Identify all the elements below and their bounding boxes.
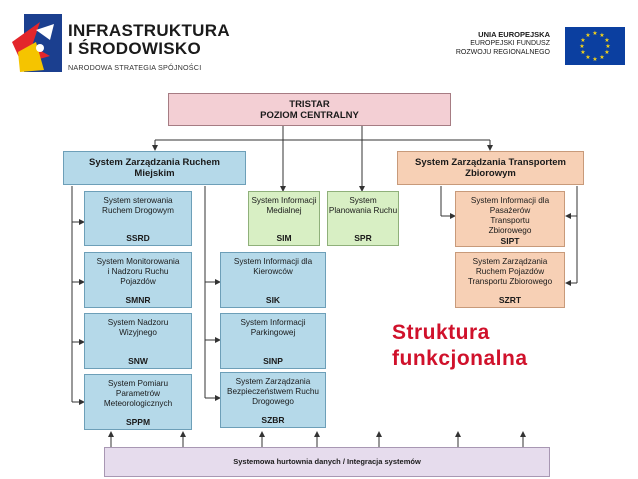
eu-label: UNIA EUROPEJSKA EUROPEJSKI FUNDUSZ ROZWO… <box>420 30 550 57</box>
sik-abbr: SIK <box>265 295 281 305</box>
sppm-name: System Pomiaru Parametrów Meteorologiczn… <box>103 379 173 408</box>
ssrd-abbr: SSRD <box>126 233 150 243</box>
spr-name: System Planowania Ruchu <box>328 196 398 215</box>
ssrd-box: System sterowania Ruchem Drogowym SSRD <box>84 191 192 246</box>
svg-text:★: ★ <box>592 30 597 37</box>
transport-head-line1: System Zarządzania Transportem <box>415 157 566 168</box>
snw-box: System Nadzoru Wizyjnego SNW <box>84 313 192 369</box>
smnr-box: System Monitorowania i Nadzoru Ruchu Poj… <box>84 252 192 308</box>
svg-text:★: ★ <box>592 56 597 63</box>
szrt-box: System Zarządzania Ruchem Pojazdów Trans… <box>455 252 565 308</box>
svg-text:★: ★ <box>579 43 584 50</box>
structure-caption: Struktura funkcjonalna <box>392 320 592 372</box>
svg-text:★: ★ <box>580 37 585 44</box>
svg-text:★: ★ <box>599 32 604 39</box>
transport-head-line2: Zbiorowym <box>465 168 516 179</box>
sinp-name: System Informacji Parkingowej <box>240 318 306 337</box>
sik-name: System Informacji dla Kierowców <box>233 257 313 276</box>
sipt-box: System Informacji dla Pasażerów Transpor… <box>455 191 565 247</box>
svg-text:★: ★ <box>604 37 609 44</box>
sipt-name: System Informacji dla Pasażerów Transpor… <box>470 196 550 235</box>
caption-line2: funkcjonalna <box>392 347 528 370</box>
eu-label-line2: EUROPEJSKI FUNDUSZ <box>470 40 550 47</box>
svg-text:★: ★ <box>585 54 590 61</box>
urban-traffic-head-box: System Zarządzania Ruchem Miejskim <box>63 151 246 185</box>
program-logo-icon <box>12 14 62 72</box>
snw-name: System Nadzoru Wizyjnego <box>107 318 169 337</box>
smnr-name: System Monitorowania i Nadzoru Ruchu Poj… <box>96 257 180 286</box>
sppm-abbr: SPPM <box>125 417 151 427</box>
urban-head-line1: System Zarządzania Ruchem <box>89 157 220 168</box>
eu-stars-icon: ★★★ ★★★ ★★★ ★★★ <box>579 30 610 63</box>
program-title-line2: I ŚRODOWISKO <box>68 39 201 58</box>
svg-text:★: ★ <box>604 49 609 56</box>
data-warehouse-footer-box: Systemowa hurtownia danych / Integracja … <box>104 447 550 477</box>
szbr-box: System Zarządzania Bezpieczeństwem Ruchu… <box>220 372 326 428</box>
sim-abbr: SIM <box>276 233 292 243</box>
svg-text:★: ★ <box>580 49 585 56</box>
caption-line1: Struktura <box>392 321 490 344</box>
eu-label-line3: ROZWOJU REGIONALNEGO <box>455 49 550 56</box>
tristar-central-box: TRISTAR POZIOM CENTRALNY <box>168 93 451 126</box>
szrt-abbr: SZRT <box>498 295 522 305</box>
svg-text:★: ★ <box>605 43 610 50</box>
program-logo: INFRASTRUKTURA I ŚRODOWISKO NARODOWA STR… <box>10 12 230 82</box>
szbr-name: System Zarządzania Bezpieczeństwem Ruchu… <box>227 377 319 406</box>
public-transport-head-box: System Zarządzania Transportem Zbiorowym <box>397 151 584 185</box>
sinp-box: System Informacji Parkingowej SINP <box>220 313 326 369</box>
eu-label-line1: UNIA EUROPEJSKA <box>478 30 550 39</box>
spr-box: System Planowania Ruchu SPR <box>327 191 399 246</box>
program-subtitle: NARODOWA STRATEGIA SPÓJNOŚCI <box>68 63 202 72</box>
program-title: INFRASTRUKTURA I ŚRODOWISKO <box>68 22 230 58</box>
footer-label: Systemowa hurtownia danych / Integracja … <box>233 457 421 466</box>
sim-name: System Informacji Medialnej <box>251 196 317 215</box>
sim-box: System Informacji Medialnej SIM <box>248 191 320 246</box>
tristar-line2: POZIOM CENTRALNY <box>260 109 359 121</box>
szbr-abbr: SZBR <box>261 415 285 425</box>
sik-box: System Informacji dla Kierowców SIK <box>220 252 326 308</box>
svg-text:★: ★ <box>585 32 590 39</box>
smnr-abbr: SMNR <box>125 295 151 305</box>
spr-abbr: SPR <box>354 233 372 243</box>
svg-text:★: ★ <box>599 54 604 61</box>
ssrd-name: System sterowania Ruchem Drogowym <box>102 196 174 215</box>
snw-abbr: SNW <box>128 356 148 366</box>
urban-head-line2: Miejskim <box>134 168 175 179</box>
tristar-line1: TRISTAR <box>289 98 330 110</box>
sppm-box: System Pomiaru Parametrów Meteorologiczn… <box>84 374 192 430</box>
sipt-abbr: SIPT <box>500 236 520 246</box>
sinp-abbr: SINP <box>263 356 283 366</box>
program-title-line1: INFRASTRUKTURA <box>68 21 230 40</box>
szrt-name: System Zarządzania Ruchem Pojazdów Trans… <box>467 257 553 286</box>
eu-flag-icon: ★★★ ★★★ ★★★ ★★★ <box>565 27 625 65</box>
